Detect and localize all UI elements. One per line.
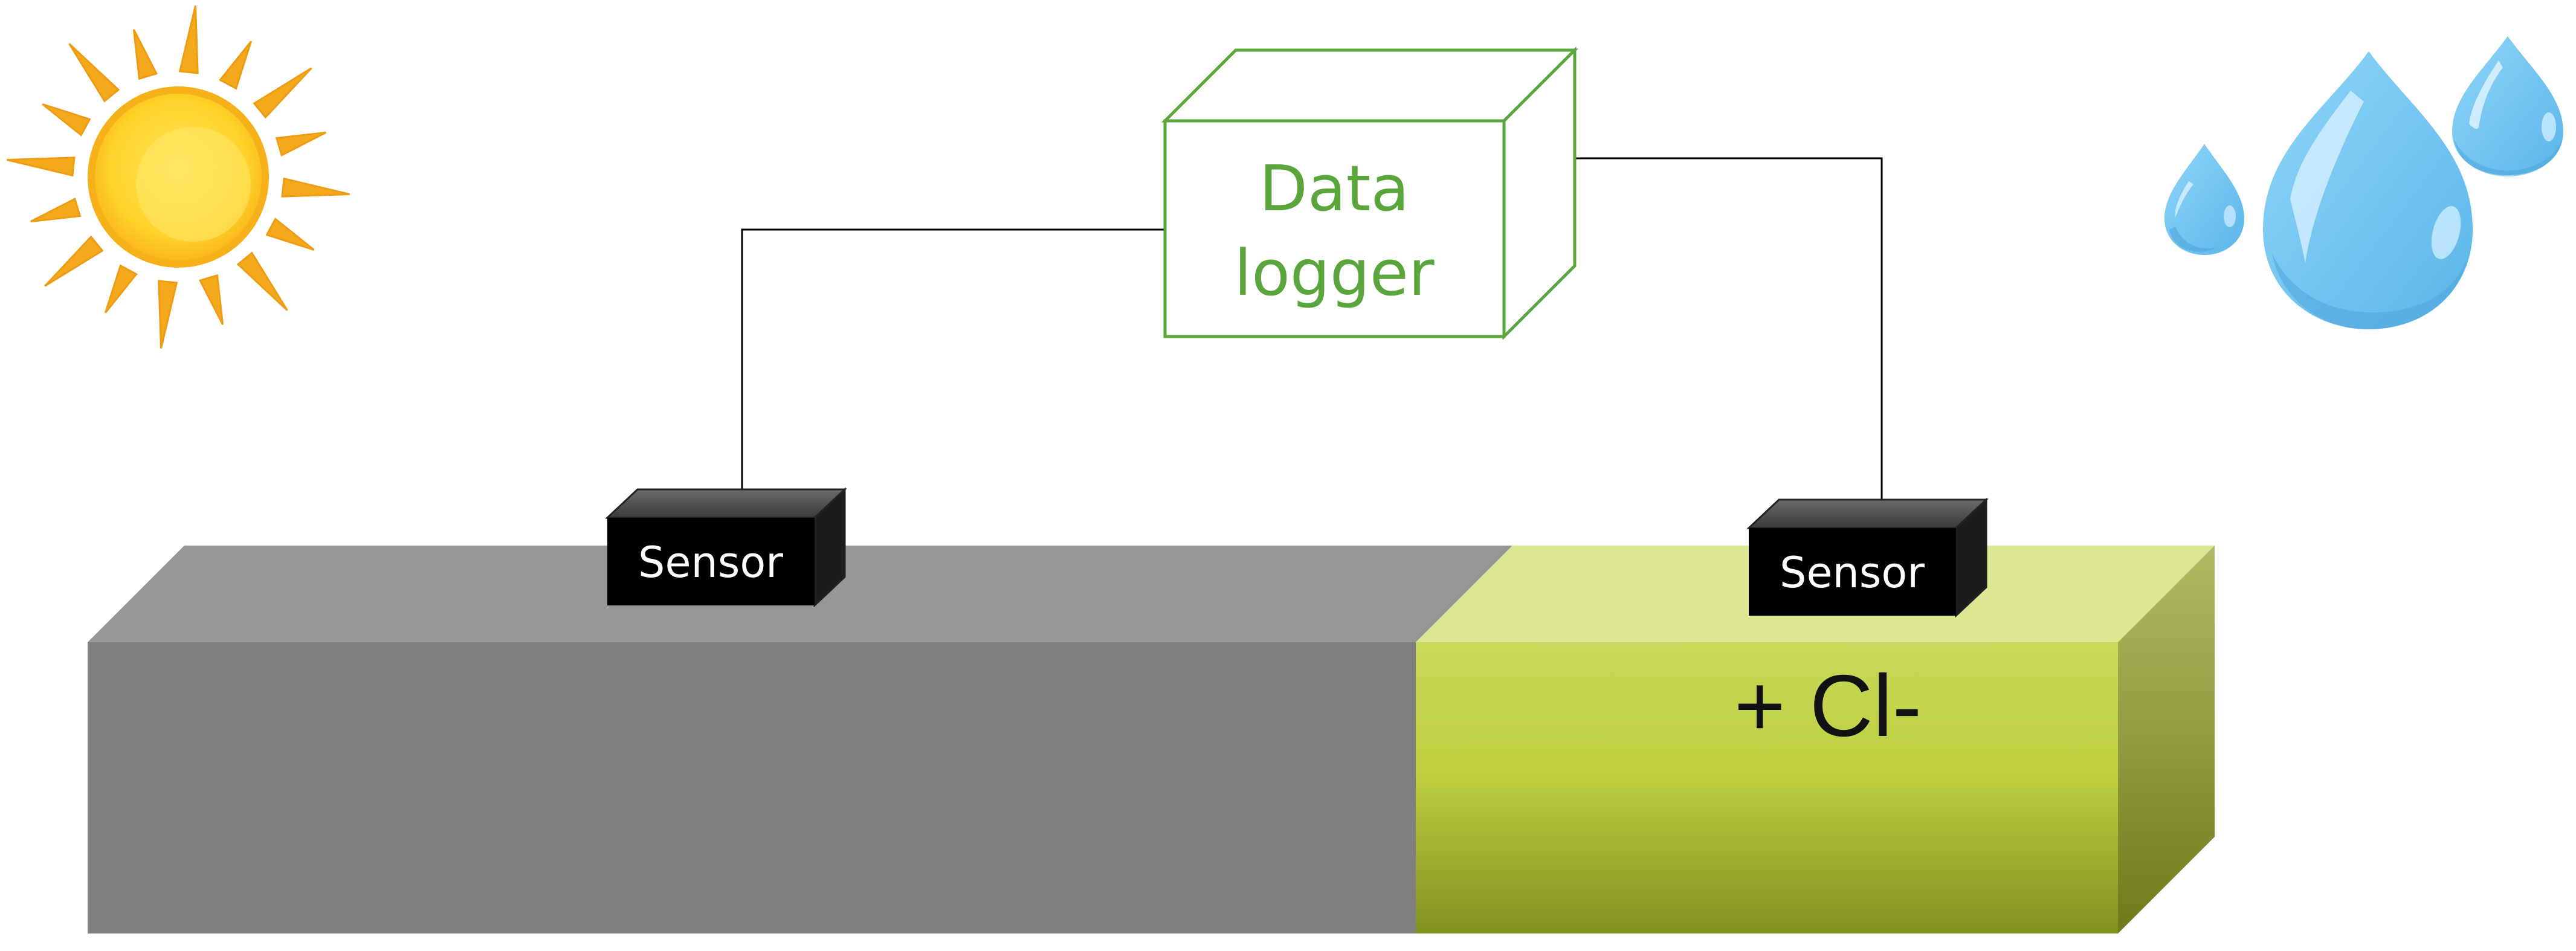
water-drops-icon: [2164, 36, 2563, 329]
sun-ray: [158, 280, 178, 349]
chloride-block-side-face: [2118, 546, 2215, 933]
medium-drop-icon: [2452, 36, 2563, 176]
sun-ray: [198, 274, 224, 325]
sensor-left-label: Sensor: [638, 538, 783, 587]
small-drop-icon: [2164, 144, 2244, 255]
reference-block-front-face: [88, 642, 1417, 933]
sensor-left-front-face: [607, 518, 815, 605]
sun-ray: [253, 67, 312, 119]
chloride-label: + Cl-: [1734, 657, 1922, 755]
sensor-right-label: Sensor: [1780, 548, 1925, 598]
sun-ray: [104, 264, 138, 314]
sun-ray: [281, 177, 350, 198]
sun-ray: [178, 5, 199, 74]
sensor-right-top-face: [1746, 498, 1989, 529]
sun-ray: [219, 40, 253, 90]
data-logger-label-line1: Data: [1259, 152, 1409, 225]
data-logger: Data logger: [1161, 46, 1579, 341]
sun-ray: [30, 197, 82, 223]
sun-ray: [275, 131, 326, 157]
sun-ray: [68, 43, 120, 103]
sun-ray: [265, 218, 315, 251]
wires: [741, 157, 1883, 500]
large-drop-icon: [2263, 51, 2473, 329]
data-logger-front-face: [1163, 119, 1506, 338]
sun-ray: [7, 156, 76, 177]
sun-ray: [42, 103, 91, 137]
sun-ray: [44, 235, 104, 287]
chloride-block-front-face: [1416, 642, 2118, 933]
wire-to-sensor-left: [741, 228, 1165, 489]
sensor-right: Sensor: [1746, 497, 1989, 618]
sun-ray: [236, 251, 288, 311]
data-logger-label-line2: logger: [1234, 236, 1435, 310]
sensor-left: Sensor: [605, 487, 847, 608]
sun-ray: [132, 29, 158, 80]
sensor-right-front-face: [1749, 528, 1956, 616]
wire-to-sensor-right: [1575, 157, 1883, 500]
sensor-left-top-face: [605, 488, 847, 519]
sun-icon: [7, 5, 350, 349]
